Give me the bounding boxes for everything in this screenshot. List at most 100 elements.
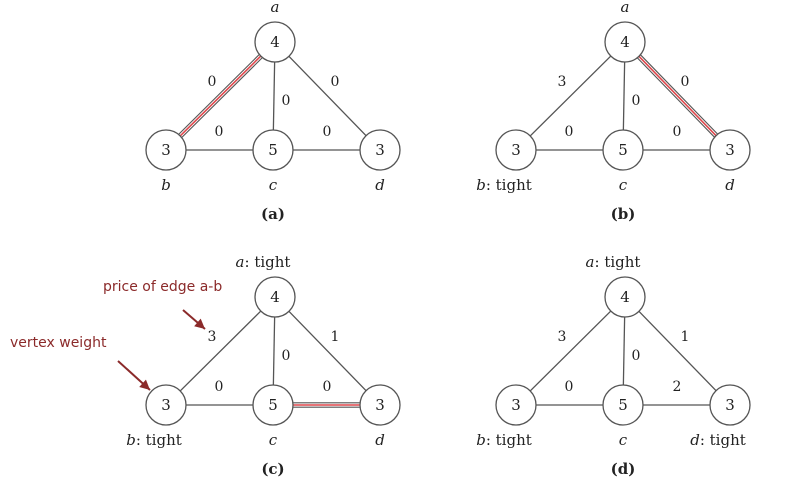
vertex-weight-label: 4 bbox=[270, 33, 280, 51]
edge-price-label: 0 bbox=[215, 379, 224, 395]
status-separator: : bbox=[486, 431, 496, 449]
vertex-circle bbox=[604, 276, 646, 318]
edge-ab-highlight bbox=[179, 55, 262, 137]
edge-price-label: 0 bbox=[323, 124, 332, 140]
vertex-name-label: b: tight bbox=[476, 176, 532, 194]
vertex-circle bbox=[604, 21, 646, 63]
edge-price-label: 0 bbox=[673, 124, 682, 140]
vertex-name: a bbox=[236, 253, 245, 271]
vertex-name-label: c bbox=[269, 176, 278, 194]
vertex-weight-label: 3 bbox=[375, 396, 385, 414]
edge-price-label: 0 bbox=[282, 93, 291, 109]
vertex-name-label: b: tight bbox=[126, 431, 182, 449]
vertex-circle bbox=[254, 21, 296, 63]
edge-ab: 3 bbox=[529, 310, 612, 392]
vertex-name: c bbox=[269, 431, 278, 449]
vertex-name-label: c bbox=[619, 176, 628, 194]
vertex-name-label: d bbox=[725, 176, 735, 194]
arrow-price-of-edge-head bbox=[194, 318, 205, 329]
vertex-name: c bbox=[619, 176, 628, 194]
vertex-name-label: d: tight bbox=[690, 431, 746, 449]
edge-ab: 3 bbox=[529, 55, 612, 137]
vertex-circle bbox=[709, 129, 751, 171]
panel-caption: (a) bbox=[261, 205, 285, 223]
vertex-name-label: d bbox=[375, 176, 385, 194]
edge-price-label: 0 bbox=[215, 124, 224, 140]
vertex-a: 4a bbox=[254, 0, 296, 63]
annotation-vertex-weight: vertex weight bbox=[10, 335, 107, 351]
vertex-status: tight bbox=[496, 176, 532, 194]
vertex-status: tight bbox=[496, 431, 532, 449]
vertex-b: 3b bbox=[145, 129, 187, 194]
edge-ab: 3 bbox=[179, 310, 262, 392]
edge-ad: 0 bbox=[636, 54, 719, 138]
vertex-circle bbox=[145, 129, 187, 171]
vertex-circle bbox=[252, 129, 294, 171]
vertex-weight-label: 4 bbox=[270, 288, 280, 306]
edge-ad-line bbox=[638, 310, 717, 392]
vertex-circle bbox=[495, 384, 537, 426]
edge-ac-line bbox=[272, 61, 276, 131]
vertex-name: c bbox=[269, 176, 278, 194]
vertex-b: 3b: tight bbox=[476, 129, 537, 194]
edge-price-label: 0 bbox=[632, 93, 641, 109]
vertex-name: d bbox=[725, 176, 735, 194]
vertex-name-label: d bbox=[375, 431, 385, 449]
vertex-name: c bbox=[619, 431, 628, 449]
vertex-status: tight bbox=[710, 431, 746, 449]
vertex-weight-label: 5 bbox=[618, 141, 628, 159]
edge-bc: 0 bbox=[186, 124, 253, 151]
edge-ab-line bbox=[529, 310, 612, 392]
vertex-circle bbox=[602, 129, 644, 171]
edge-ab: 0 bbox=[178, 54, 263, 138]
arrow-vertex-weight bbox=[117, 360, 151, 391]
vertex-name: d bbox=[375, 431, 385, 449]
vertex-name: d bbox=[690, 431, 700, 449]
vertex-circle bbox=[495, 129, 537, 171]
edge-ac: 0 bbox=[272, 61, 291, 131]
edge-price-label: 3 bbox=[558, 329, 567, 345]
vertex-weight-label: 3 bbox=[725, 141, 735, 159]
vertex-name-label: b bbox=[161, 176, 171, 194]
edge-ac: 0 bbox=[622, 316, 640, 386]
vertex-weight-label: 5 bbox=[268, 141, 278, 159]
vertex-weight-label: 5 bbox=[618, 396, 628, 414]
edge-price-label: 2 bbox=[673, 379, 682, 395]
edge-ab-line bbox=[179, 310, 262, 392]
vertex-name-label: a bbox=[621, 0, 630, 16]
vertex-circle bbox=[709, 384, 751, 426]
vertex-name-label: a: tight bbox=[236, 253, 291, 271]
edge-ac: 0 bbox=[622, 61, 641, 131]
edge-bc: 0 bbox=[536, 124, 603, 151]
edge-ab-outline bbox=[181, 57, 263, 138]
vertex-name: b bbox=[476, 176, 486, 194]
panel-caption: (b) bbox=[611, 205, 636, 223]
vertex-b: 3 b: tight bbox=[126, 384, 187, 449]
vertex-name: b bbox=[476, 431, 486, 449]
vertex-circle bbox=[359, 129, 401, 171]
vertex-weight-label: 3 bbox=[511, 396, 521, 414]
vertex-c: 5c bbox=[602, 384, 644, 449]
vertex-weight-label: 4 bbox=[620, 33, 630, 51]
vertex-circle bbox=[254, 276, 296, 318]
vertex-circle bbox=[252, 384, 294, 426]
edge-ab-outline bbox=[178, 54, 260, 135]
vertex-name-label: a bbox=[271, 0, 280, 16]
vertex-a: 4 a: tight bbox=[236, 253, 296, 318]
edge-cd: 0 bbox=[643, 124, 710, 151]
edge-price-label: 0 bbox=[565, 124, 574, 140]
vertex-name-label: c bbox=[619, 431, 628, 449]
panel-caption: (d) bbox=[611, 460, 636, 478]
vertex-circle bbox=[359, 384, 401, 426]
vertex-d: 3d: tight bbox=[690, 384, 751, 449]
vertex-c: 5c bbox=[252, 129, 294, 194]
vertex-status: tight bbox=[254, 253, 290, 271]
vertex-weight-label: 3 bbox=[161, 396, 171, 414]
vertex-name: a bbox=[271, 0, 280, 16]
edge-price-label: 0 bbox=[282, 348, 291, 364]
edge-ad: 1 bbox=[288, 310, 367, 392]
vertex-d: 3d bbox=[359, 384, 401, 449]
